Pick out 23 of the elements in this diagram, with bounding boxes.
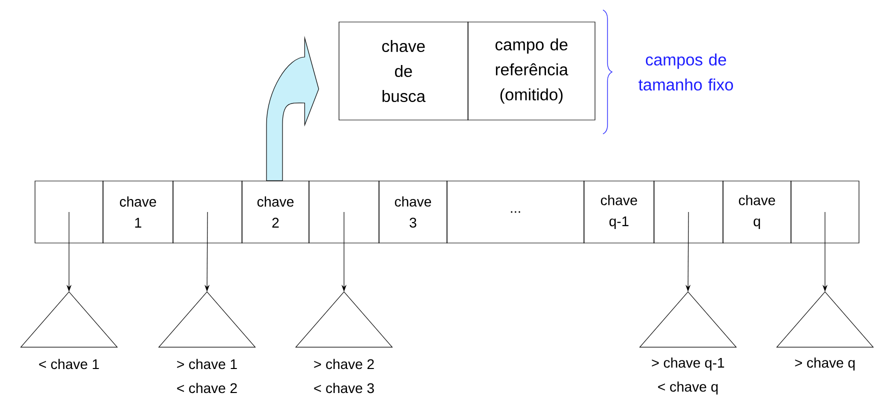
brace-label: campos de tamanho fixo: [638, 53, 733, 91]
subtree-label: > chave q-1: [652, 357, 724, 370]
subtree-label: > chave 2: [314, 358, 374, 370]
key-cell: chave q-1: [584, 180, 654, 244]
key-cell: chave 3: [378, 180, 448, 244]
subtree-label: < chave q: [658, 381, 718, 394]
subtree-label: < chave 2: [177, 382, 237, 394]
pointer-cell: [308, 180, 380, 244]
pointer-cell: [790, 180, 860, 244]
key-cell: ...: [446, 180, 584, 244]
subtree-label: > chave 1: [177, 358, 237, 370]
block-arrow: [266, 38, 319, 181]
record-field: campo de referência (omitido): [468, 22, 596, 120]
pointer-cell: [34, 180, 104, 244]
pointer-cell: [654, 180, 724, 244]
subtree-label: < chave 1: [39, 358, 99, 370]
pointer-cell: [172, 180, 242, 244]
key-cell: chave 2: [242, 180, 310, 244]
subtree-label: > chave q: [795, 357, 855, 370]
record-field: chave de busca: [338, 22, 468, 120]
key-cell: chave q: [722, 180, 792, 244]
key-cell: chave 1: [102, 180, 174, 244]
subtree-label: < chave 3: [314, 382, 374, 394]
